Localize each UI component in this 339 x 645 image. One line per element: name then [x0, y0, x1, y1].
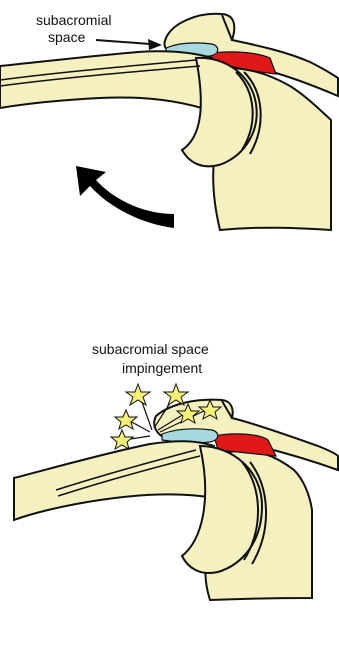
impingement-star-icon: [115, 410, 137, 429]
top-label-pointer: [96, 39, 162, 50]
impingement-star-icon: [111, 430, 133, 449]
rotation-arrow-icon: [76, 166, 174, 228]
impingement-star-icon: [126, 384, 150, 405]
top-shoulder-illustration: [0, 14, 338, 230]
bottom-shoulder-illustration: [14, 400, 338, 600]
bottom-label-line1: subacromial space: [92, 341, 209, 357]
top-label-line2: space: [48, 29, 85, 45]
top-label-line1: subacromial: [36, 12, 111, 28]
bottom-label-line2: impingement: [122, 360, 202, 376]
